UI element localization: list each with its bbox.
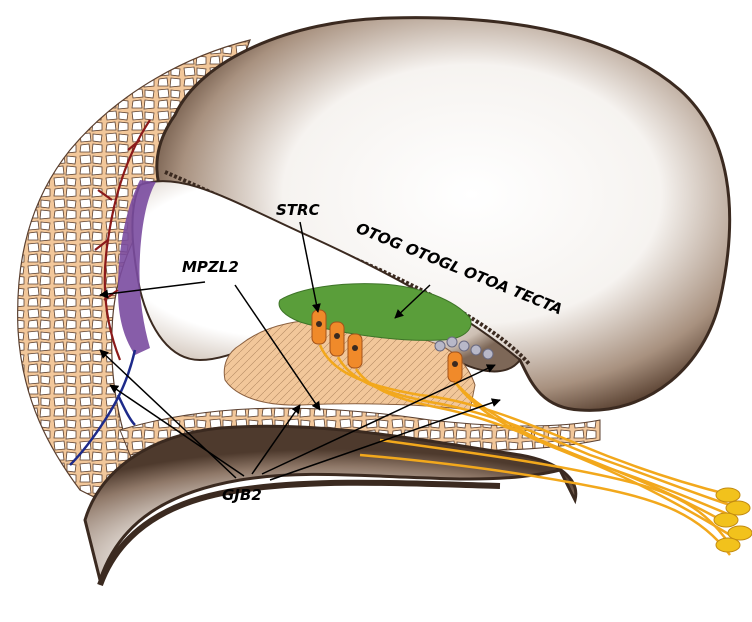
inner-hair-cell — [448, 352, 462, 382]
label-gjb2: GJB2 — [222, 486, 262, 504]
spiral-ganglion — [714, 488, 752, 552]
label-strc: STRC — [276, 201, 320, 219]
label-mpzl2: MPZL2 — [182, 258, 239, 276]
